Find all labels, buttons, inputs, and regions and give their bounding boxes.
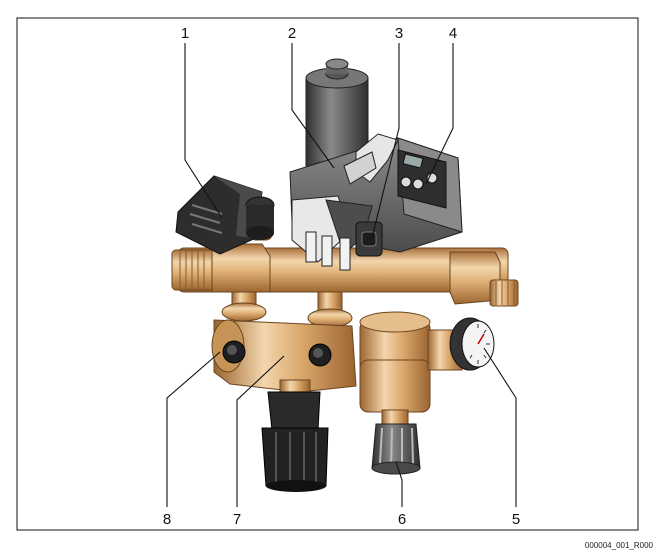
figure-code: 000004_001_R000: [584, 541, 653, 550]
callout-5: 5: [512, 511, 520, 528]
leader-3: [371, 43, 400, 239]
callout-7: 7: [233, 511, 241, 528]
leader-1: [184, 43, 223, 219]
solenoid-coil: [175, 175, 275, 255]
leader-6: [395, 461, 403, 507]
figure-border: [16, 17, 639, 531]
upper-manifold-pipe: [171, 243, 519, 307]
leader-lines: [166, 43, 517, 507]
pressure-reducer: [359, 311, 431, 475]
callout-2: 2: [288, 25, 296, 42]
callout-3: 3: [395, 25, 403, 42]
control-housing: [289, 133, 463, 271]
leader-4: [425, 43, 454, 185]
leader-7: [236, 355, 285, 507]
lower-valve-block: [211, 291, 357, 492]
leader-2: [291, 43, 335, 169]
callout-1: 1: [181, 25, 189, 42]
callout-4: 4: [449, 25, 457, 42]
callout-8: 8: [163, 511, 171, 528]
leader-8: [166, 351, 221, 507]
callout-6: 6: [398, 511, 406, 528]
pressure-gauge: [427, 317, 495, 371]
leader-5: [483, 347, 517, 507]
